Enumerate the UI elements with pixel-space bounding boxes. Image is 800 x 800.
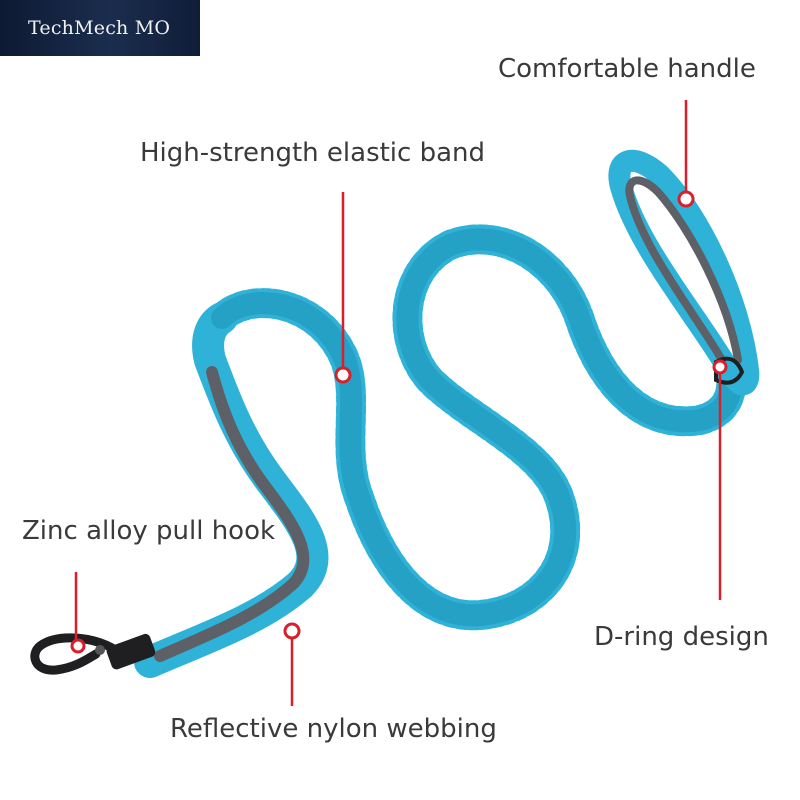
elastic-band (207, 224, 747, 631)
nylon-webbing (134, 302, 329, 678)
d-ring (714, 356, 745, 385)
comfortable-handle (608, 149, 760, 396)
watermark-text: TechMech MO (28, 17, 171, 39)
watermark-logo: TechMech MO (0, 0, 200, 56)
label-elastic-band: High-strength elastic band (140, 138, 486, 168)
label-pull-hook: Zinc alloy pull hook (22, 516, 276, 546)
label-nylon-webbing: Reflective nylon webbing (170, 714, 497, 744)
callout-lines (70, 100, 728, 706)
label-d-ring: D-ring design (594, 622, 769, 652)
label-comfortable-handle: Comfortable handle (498, 54, 756, 84)
